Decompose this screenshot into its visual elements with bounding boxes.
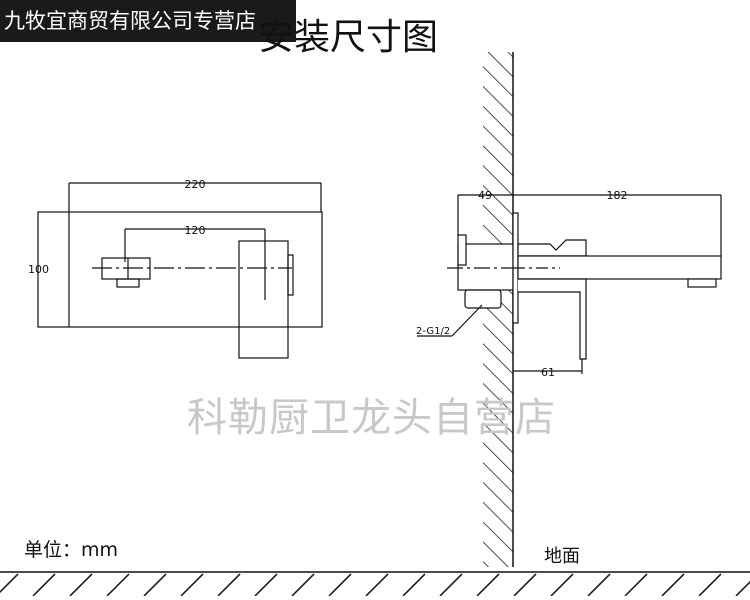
- dim-220-label: 220: [185, 178, 206, 191]
- side-view: [417, 52, 722, 567]
- ground-hatch-stroke: [180, 573, 204, 597]
- thread-leader: [451, 304, 483, 337]
- dim-100-label: 100: [28, 263, 49, 276]
- dim-61-label: 61: [541, 366, 555, 379]
- ground-hatch-stroke: [735, 580, 750, 597]
- unit-label: 单位：mm: [24, 539, 119, 561]
- wall-plate: [37, 211, 323, 328]
- ground-hatch-stroke: [106, 573, 130, 597]
- ground-hatch-stroke: [550, 573, 574, 597]
- dim-120-label: 120: [185, 224, 206, 237]
- ground-hatch-stroke: [698, 573, 722, 597]
- dim-49-label: 49: [478, 189, 492, 202]
- valve-body: [457, 243, 514, 291]
- ground-hatch-stroke: [254, 573, 278, 597]
- ground: [0, 571, 750, 597]
- ground-hatch-stroke: [624, 573, 648, 597]
- shop-banner: 九牧宜商贸有限公司专营店: [0, 0, 296, 42]
- ground-hatch-stroke: [291, 573, 315, 597]
- ground-hatch-stroke: [217, 573, 241, 597]
- ground-hatch-stroke: [365, 573, 389, 597]
- ground-hatch-stroke: [476, 573, 500, 597]
- spout-body: [238, 240, 289, 359]
- wall-hatch: [483, 52, 513, 567]
- front-view: [37, 182, 323, 359]
- side-handle: [517, 239, 587, 257]
- ground-hatch-stroke: [513, 573, 537, 597]
- ground-hatch-stroke: [661, 573, 685, 597]
- ground-hatch-stroke: [402, 573, 426, 597]
- watermark-text: 科勒厨卫龙头自营店: [187, 395, 556, 441]
- lower-housing: [518, 278, 587, 360]
- ground-hatch-stroke: [143, 573, 167, 597]
- dim-182-label: 182: [607, 189, 628, 202]
- ground-hatch-stroke: [0, 573, 19, 594]
- page-title: 安装尺寸图: [258, 17, 439, 58]
- ground-hatch-stroke: [587, 573, 611, 597]
- ground-hatch-stroke: [439, 573, 463, 597]
- ground-hatch-stroke: [69, 573, 93, 597]
- ground-hatch-stroke: [328, 573, 352, 597]
- side-spout: [517, 255, 722, 280]
- ground-label: 地面: [544, 546, 580, 567]
- thread-spec-label: 2-G1/2: [416, 326, 450, 337]
- ground-hatch-stroke: [32, 573, 56, 597]
